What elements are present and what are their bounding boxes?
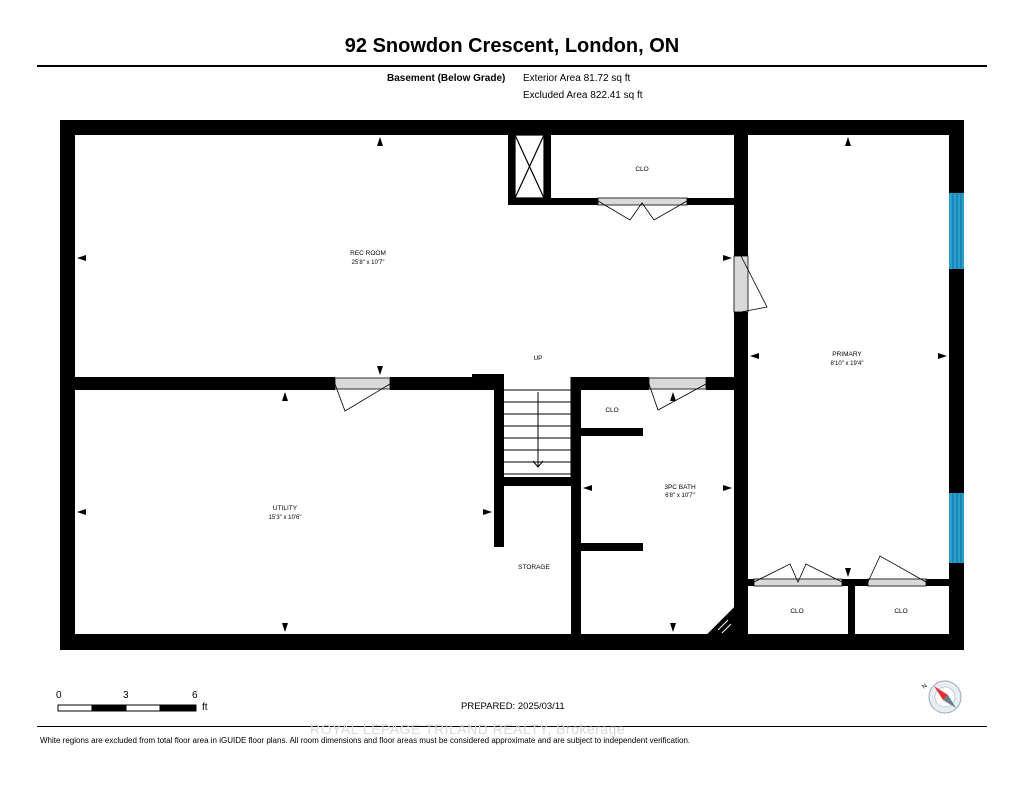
utility-name: UTILITY xyxy=(273,505,298,512)
footer-rule xyxy=(37,726,987,727)
scale-unit: ft xyxy=(202,702,208,713)
clo-top-name: CLO xyxy=(635,166,648,173)
wall-chase-right xyxy=(544,135,551,205)
wall-utility-top-left xyxy=(75,377,335,390)
interior-walls xyxy=(75,120,949,650)
wall-primary-upper xyxy=(734,120,748,256)
wall-primary-lower xyxy=(734,312,748,650)
clo-br2-name: CLO xyxy=(894,608,907,615)
doors xyxy=(334,197,927,587)
wall-clo-bottom-right xyxy=(687,198,734,205)
scale-bar xyxy=(57,704,197,712)
wall-utility-right xyxy=(494,377,504,547)
storage-name: STORAGE xyxy=(518,564,550,571)
exterior-area: Exterior Area 81.72 sq ft xyxy=(523,73,631,84)
primary-dims: 8'10" x 19'4" xyxy=(831,361,864,367)
page-title: 92 Snowdon Crescent, London, ON xyxy=(344,35,680,57)
wall-clo-divider xyxy=(848,579,855,635)
watermark: ROYAL LEPAGE TRILAND REALTY, Brokerage xyxy=(310,721,626,737)
excluded-area: Excluded Area 822.41 sq ft xyxy=(523,90,643,101)
wall-clo-br-right xyxy=(926,579,949,586)
prepared-date: PREPARED: 2025/03/11 xyxy=(461,701,565,712)
primary-name: PRIMARY xyxy=(832,351,862,358)
rec-room-dims: 25'8" x 10'7" xyxy=(352,260,385,266)
windows xyxy=(949,193,964,563)
wall-utility-top-mid xyxy=(390,377,474,390)
wall-top xyxy=(60,120,964,135)
rec-room-name: REC ROOM xyxy=(350,250,386,257)
scale-tick-3: 3 xyxy=(123,690,129,701)
wall-chase-left xyxy=(508,135,515,205)
chase xyxy=(514,134,545,199)
clo-mid-name: CLO xyxy=(605,407,618,414)
stairs-label: UP xyxy=(533,355,542,362)
wall-clo-mid-bottom xyxy=(581,428,643,436)
floor-label: Basement (Below Grade) xyxy=(387,73,506,84)
bath-corner xyxy=(704,606,735,637)
wall-bath-shelf xyxy=(581,543,643,551)
scale-tick-0: 0 xyxy=(56,690,62,701)
wall-storage-right xyxy=(571,377,581,650)
clo-br1-name: CLO xyxy=(790,608,803,615)
svg-text:N: N xyxy=(921,683,928,690)
disclaimer: White regions are excluded from total fl… xyxy=(40,736,691,745)
wall-left xyxy=(60,120,75,650)
bath-name: 3PC BATH xyxy=(664,484,696,491)
utility-dims: 15'3" x 10'6" xyxy=(269,515,302,521)
wall-bath-top-left xyxy=(571,377,649,390)
dimension-arrows xyxy=(77,137,947,632)
wall-bath-top-right xyxy=(706,377,734,390)
wall-clo-bottom-left xyxy=(508,198,598,205)
wall-clo-br-left xyxy=(748,579,754,586)
stairs xyxy=(504,377,572,477)
wall-stair-bottom xyxy=(504,477,571,486)
scale-tick-6: 6 xyxy=(192,690,198,701)
title-rule xyxy=(37,65,987,67)
compass-icon: N xyxy=(921,680,962,714)
bath-dims: 6'8" x 10'7" xyxy=(665,493,695,499)
wall-bottom xyxy=(60,634,964,650)
